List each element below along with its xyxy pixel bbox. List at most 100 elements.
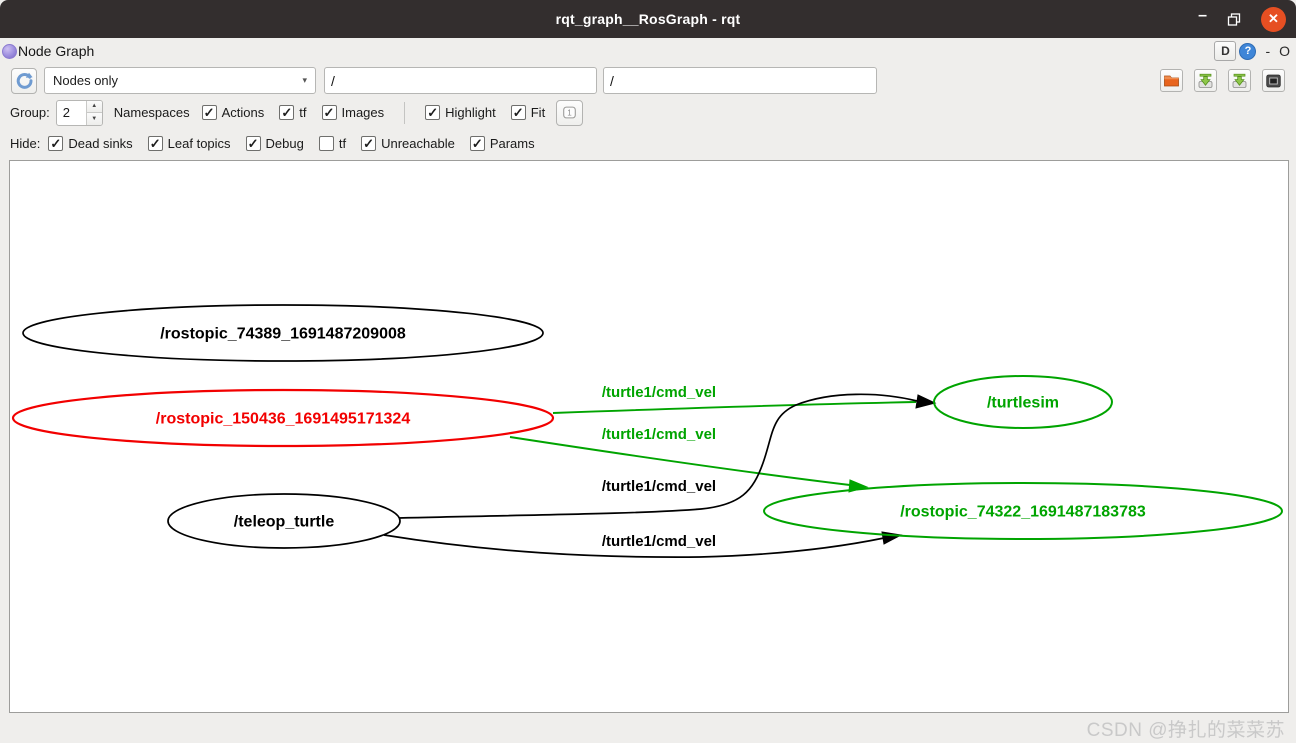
save-dot-icon bbox=[1198, 73, 1213, 88]
checkbox-tf[interactable]: ✓ tf bbox=[279, 105, 307, 120]
panel-minimize-button[interactable]: - bbox=[1265, 43, 1271, 59]
save-dot-button[interactable] bbox=[1194, 69, 1217, 92]
checkbox-indicator bbox=[318, 135, 334, 151]
checkbox-images[interactable]: ✓ Images bbox=[321, 105, 385, 120]
checkbox-label: Fit bbox=[530, 105, 546, 120]
options-row: Group: 2 ▲ ▼ Namespaces ✓ Actions ✓ tf ✓ Imag… bbox=[0, 97, 1296, 128]
graph-edge: /turtle1/cmd_vel bbox=[509, 426, 869, 493]
svg-text:1: 1 bbox=[567, 109, 572, 118]
node-label: /teleop_turtle bbox=[234, 514, 335, 531]
refresh-button[interactable] bbox=[11, 67, 37, 94]
graph-node-rostopic-74322[interactable]: /rostopic_74322_1691487183783 bbox=[763, 482, 1283, 540]
checkbox-label: Leaf topics bbox=[167, 135, 231, 151]
graph-type-value: Nodes only bbox=[53, 73, 119, 88]
close-button[interactable]: ✕ bbox=[1261, 6, 1286, 32]
checkbox-label: Actions bbox=[221, 105, 265, 120]
refresh-icon bbox=[16, 72, 33, 89]
minimize-button[interactable]: – bbox=[1198, 7, 1207, 24]
graph-node-teleop-turtle[interactable]: /teleop_turtle bbox=[167, 493, 401, 549]
checkbox-indicator: ✓ bbox=[361, 135, 377, 151]
namespaces-label: Namespaces bbox=[113, 105, 190, 120]
graph-edge: /turtle1/cmd_vel bbox=[398, 393, 937, 519]
dock-widget-button[interactable]: D bbox=[1214, 41, 1237, 61]
graph-node-turtlesim[interactable]: /turtlesim bbox=[933, 375, 1113, 429]
options-checkboxes: ✓ Actions ✓ tf ✓ Images ✓ Highlight ✓ Fit bbox=[201, 101, 546, 124]
snapshot-icon bbox=[1266, 74, 1281, 87]
checkbox-label: tf bbox=[299, 105, 307, 120]
spinner-down-icon[interactable]: ▼ bbox=[86, 113, 102, 125]
save-image-icon bbox=[1232, 73, 1247, 88]
checkbox-fit[interactable]: ✓ Fit bbox=[510, 105, 546, 120]
graph-edge: /turtle1/cmd_vel bbox=[552, 384, 917, 414]
checkbox-label: tf bbox=[338, 135, 347, 151]
checkbox-label: Debug bbox=[265, 135, 304, 151]
checkbox-dead-sinks[interactable]: ✓Dead sinks bbox=[48, 135, 133, 151]
checkbox-highlight[interactable]: ✓ Highlight bbox=[425, 105, 496, 120]
node-graph-icon bbox=[2, 43, 17, 59]
checkbox-label: Highlight bbox=[445, 105, 496, 120]
checkbox-params[interactable]: ✓Params bbox=[469, 135, 535, 151]
graph-toolbar: Nodes only ▾ bbox=[0, 64, 1296, 97]
ros-graph-svg[interactable]: /turtle1/cmd_vel/turtle1/cmd_vel/turtle1… bbox=[10, 161, 1288, 712]
separator bbox=[404, 101, 406, 124]
checkbox-label: Unreachable bbox=[381, 135, 455, 151]
checkbox-indicator: ✓ bbox=[321, 105, 337, 120]
checkbox-indicator: ✓ bbox=[279, 105, 295, 120]
topic-filter-input[interactable] bbox=[603, 67, 877, 94]
snapshot-button[interactable] bbox=[1262, 69, 1285, 92]
restore-icon bbox=[1227, 12, 1241, 26]
namespace-filter-input[interactable] bbox=[324, 67, 597, 94]
edge-label: /turtle1/cmd_vel bbox=[602, 384, 716, 401]
save-image-button[interactable] bbox=[1228, 69, 1251, 92]
fit-in-view-icon: 1 bbox=[563, 106, 577, 119]
hide-label: Hide: bbox=[10, 135, 41, 151]
close-icon: ✕ bbox=[1268, 11, 1279, 26]
edge-label: /turtle1/cmd_vel bbox=[602, 533, 716, 550]
group-value: 2 bbox=[62, 105, 70, 120]
panel-float-button[interactable]: O bbox=[1279, 43, 1290, 59]
group-spinner[interactable]: 2 ▲ ▼ bbox=[55, 99, 103, 126]
checkbox-leaf-topics[interactable]: ✓Leaf topics bbox=[147, 135, 231, 151]
panel-help-button[interactable]: ? bbox=[1239, 42, 1257, 60]
checkbox-debug[interactable]: ✓Debug bbox=[245, 135, 304, 151]
node-label: /rostopic_74389_1691487209008 bbox=[160, 326, 406, 343]
panel-header: Node Graph D ? - O bbox=[0, 38, 1296, 64]
load-dot-button[interactable] bbox=[1160, 69, 1183, 92]
fit-in-view-button[interactable]: 1 bbox=[556, 99, 584, 126]
panel-title: Node Graph bbox=[18, 43, 95, 59]
restore-button[interactable] bbox=[1227, 12, 1241, 26]
window-title: rqt_graph__RosGraph - rqt bbox=[555, 11, 741, 27]
graph-edge: /turtle1/cmd_vel bbox=[383, 531, 903, 558]
checkbox-label: Params bbox=[489, 135, 535, 151]
checkbox-indicator: ✓ bbox=[48, 135, 64, 151]
graph-node-rostopic-150436[interactable]: /rostopic_150436_1691495171324 bbox=[11, 388, 555, 448]
edge-label: /turtle1/cmd_vel bbox=[602, 426, 716, 443]
checkbox-indicator: ✓ bbox=[245, 135, 261, 151]
edge-label: /turtle1/cmd_vel bbox=[602, 478, 716, 495]
checkbox-label: Dead sinks bbox=[68, 135, 133, 151]
graph-type-combobox[interactable]: Nodes only ▾ bbox=[44, 67, 316, 94]
checkbox-indicator: ✓ bbox=[201, 105, 217, 120]
group-label: Group: bbox=[10, 105, 50, 120]
node-label: /rostopic_74322_1691487183783 bbox=[900, 504, 1146, 521]
checkbox-actions[interactable]: ✓ Actions bbox=[201, 105, 265, 120]
chevron-down-icon: ▾ bbox=[302, 75, 307, 85]
footer: CSDN @挣扎的菜菜苏 bbox=[0, 713, 1296, 743]
spinner-up-icon[interactable]: ▲ bbox=[86, 100, 102, 113]
watermark-text: CSDN @挣扎的菜菜苏 bbox=[1086, 719, 1285, 741]
checkbox-tf[interactable]: tf bbox=[318, 135, 347, 151]
checkbox-unreachable[interactable]: ✓Unreachable bbox=[361, 135, 455, 151]
graph-node-rostopic-74389[interactable]: /rostopic_74389_1691487209008 bbox=[22, 304, 544, 362]
open-folder-icon bbox=[1164, 75, 1179, 86]
checkbox-indicator: ✓ bbox=[147, 135, 163, 151]
checkbox-indicator: ✓ bbox=[469, 135, 485, 151]
checkbox-indicator: ✓ bbox=[425, 105, 441, 120]
node-label: /turtlesim bbox=[987, 395, 1059, 412]
checkbox-indicator: ✓ bbox=[510, 105, 526, 120]
checkbox-label: Images bbox=[341, 105, 385, 120]
title-bar: rqt_graph__RosGraph - rqt – ✕ bbox=[0, 0, 1296, 38]
graph-canvas[interactable]: /turtle1/cmd_vel/turtle1/cmd_vel/turtle1… bbox=[9, 160, 1289, 713]
